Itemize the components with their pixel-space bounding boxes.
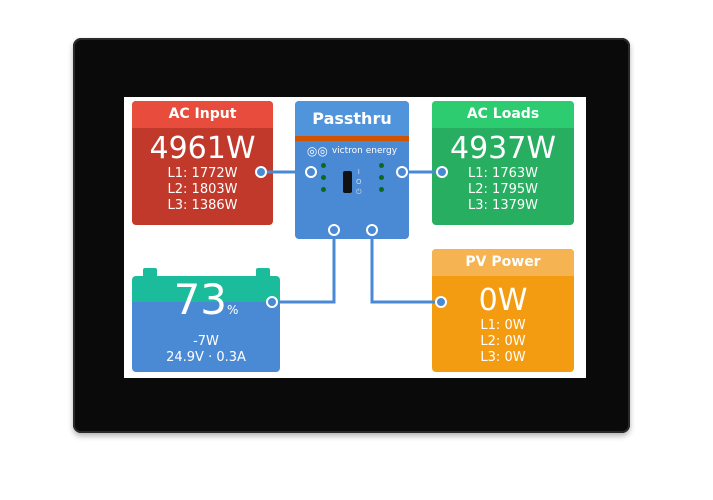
- battery-voltage-current: 24.9V · 0.3A: [166, 350, 246, 365]
- pv-total: 0W: [478, 283, 528, 318]
- ac-loads-l2: L2: 1795W: [468, 182, 538, 197]
- inverter-tile[interactable]: Passthru ◎◎ victron energy I O ⏻: [295, 101, 409, 239]
- ac-input-l1: L1: 1772W: [167, 166, 238, 181]
- pv-l3: L3: 0W: [480, 350, 526, 365]
- power-icon: ⏻: [356, 188, 362, 196]
- mode-switch[interactable]: [343, 171, 352, 193]
- connector-inv-dc: [328, 224, 340, 236]
- ac-loads-l3: L3: 1379W: [468, 198, 538, 213]
- connector-ac-loads: [436, 166, 448, 178]
- victron-logo-icon: ◎◎: [306, 144, 328, 158]
- connector-inv-out: [396, 166, 408, 178]
- connector-pv: [435, 296, 447, 308]
- pv-l1: L1: 0W: [480, 318, 526, 333]
- switch-off-label: O: [356, 178, 362, 186]
- battery-terminal-left: [143, 268, 157, 276]
- ac-input-l2: L2: 1803W: [167, 182, 238, 197]
- wire-pv: [370, 230, 441, 304]
- pv-power-tile[interactable]: PV Power 0W L1: 0W L2: 0W L3: 0W: [432, 249, 574, 372]
- ac-loads-tile[interactable]: AC Loads 4937W L1: 1763W L2: 1795W L3: 1…: [432, 101, 574, 225]
- battery-tile[interactable]: 73% -7W 24.9V · 0.3A: [132, 276, 280, 372]
- ac-input-l3: L3: 1386W: [167, 198, 238, 213]
- switch-on-label: I: [357, 168, 360, 176]
- battery-terminal-right: [256, 268, 270, 276]
- pv-title: PV Power: [432, 249, 574, 276]
- pv-l2: L2: 0W: [480, 334, 526, 349]
- led-right: [379, 163, 384, 192]
- led-left: [321, 163, 326, 192]
- wire-battery: [272, 230, 336, 304]
- brand-label: victron energy: [331, 146, 398, 156]
- ac-loads-title: AC Loads: [432, 101, 574, 128]
- connector-inv-in: [305, 166, 317, 178]
- battery-power: -7W: [193, 334, 219, 349]
- ac-input-total: 4961W: [149, 131, 256, 166]
- connector-inv-pv: [366, 224, 378, 236]
- battery-soc: 73: [173, 276, 228, 324]
- inverter-title: Passthru: [295, 101, 409, 136]
- orange-stripe: [295, 136, 409, 141]
- ac-loads-total: 4937W: [449, 131, 556, 166]
- ac-input-tile[interactable]: AC Input 4961W L1: 1772W L2: 1803W L3: 1…: [132, 101, 273, 225]
- connector-ac-input: [255, 166, 267, 178]
- connector-battery: [266, 296, 278, 308]
- ac-loads-l1: L1: 1763W: [468, 166, 538, 181]
- battery-soc-unit: %: [227, 303, 239, 317]
- ac-input-title: AC Input: [132, 101, 273, 128]
